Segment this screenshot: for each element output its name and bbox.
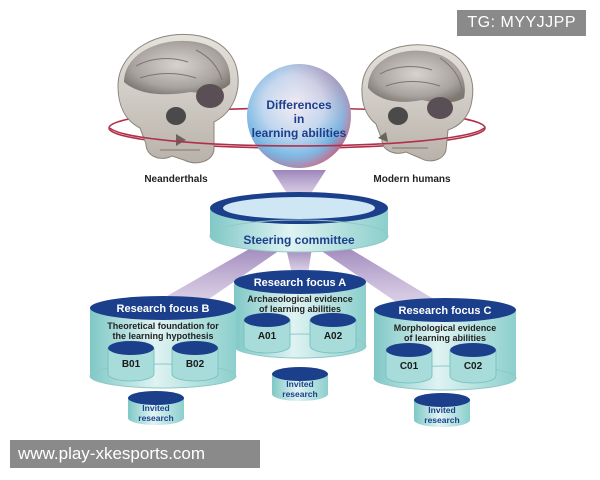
unit-b01: B01	[122, 359, 141, 370]
unit-b02: B02	[186, 359, 205, 370]
focus-c-title: Research focus C	[399, 305, 492, 317]
focus-b-group	[89, 296, 237, 425]
focus-a-title: Research focus A	[254, 277, 347, 289]
steering-committee-label: Steering committee	[243, 233, 355, 247]
focus-c-desc-2: of learning abilities	[404, 333, 486, 343]
unit-a02: A02	[324, 331, 343, 342]
neanderthals-label: Neanderthals	[144, 174, 208, 185]
focus-a-desc-2: of learning abilities	[259, 304, 341, 314]
connector-to-a	[286, 248, 312, 274]
focus-a-invited-1: Invited	[286, 379, 313, 389]
unit-c02: C02	[464, 361, 483, 372]
focus-b-title: Research focus B	[117, 303, 210, 315]
funnel-connector	[272, 170, 326, 198]
watermark-url: www.play-xkesports.com	[10, 440, 260, 468]
center-title-line1: Differences	[266, 98, 332, 112]
focus-b-desc-1: Theoretical foundation for	[107, 321, 219, 331]
unit-a01: A01	[258, 331, 277, 342]
focus-b-invited-1: Invited	[142, 403, 169, 413]
focus-b-desc-2: the learning hypothesis	[112, 331, 213, 341]
watermark-tag: TG: MYYJJPP	[457, 10, 586, 36]
steering-committee-cylinder	[209, 192, 389, 253]
center-title-line3: learning abilities	[252, 126, 347, 140]
focus-c-invited-1: Invited	[428, 405, 455, 415]
focus-c-desc-1: Morphological evidence	[394, 323, 497, 333]
focus-c-group	[373, 298, 517, 427]
connector-to-c	[320, 244, 442, 310]
neanderthal-skull-icon	[117, 33, 239, 164]
connector-to-b	[160, 244, 280, 308]
focus-b-invited-2: research	[138, 413, 173, 423]
focus-a-desc-1: Archaeological evidence	[247, 294, 353, 304]
focus-c-invited-2: research	[424, 415, 459, 425]
center-title-line2: in	[294, 112, 305, 126]
modern-humans-label: Modern humans	[373, 174, 451, 185]
unit-c01: C01	[400, 361, 419, 372]
modern-human-skull-icon	[361, 44, 474, 162]
focus-a-group	[233, 270, 367, 401]
focus-a-invited-2: research	[282, 389, 317, 399]
